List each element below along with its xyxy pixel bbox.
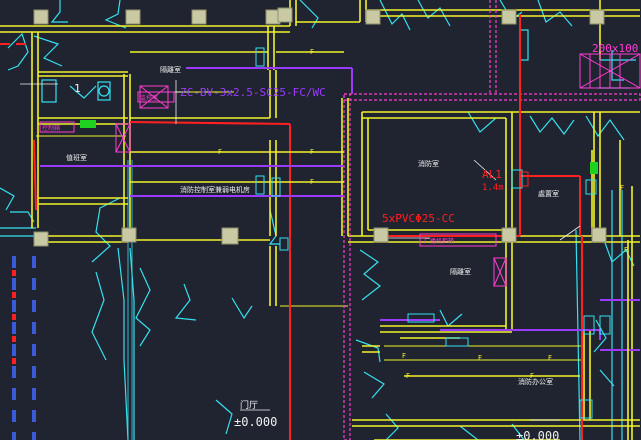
cable-top-annotation: ZC-BV-3x2.5-SC25-FC/WC (180, 86, 326, 99)
red-markers (12, 270, 16, 364)
pipe-main-annotation: 5xPVCΦ25-CC (382, 212, 455, 225)
annotations: ZC-BV-3x2.5-SC25-FC/WC 5xPVCΦ25-CC AL1 1… (74, 42, 638, 440)
fire-compartment-lines (343, 0, 641, 440)
svg-text:F: F (406, 372, 410, 380)
column (125, 9, 141, 25)
column (33, 231, 49, 247)
red-tag (39, 121, 75, 133)
level-bottom-label: ±0.000 (516, 429, 559, 440)
svg-text:F: F (310, 148, 314, 156)
room-labels: 隔離室 值班室 消防控制室兼弱电机房 消防室 處置室 隔離室 消防办公室 监控室… (42, 65, 559, 386)
level-hall-label: ±0.000 (234, 415, 277, 429)
svg-text:F: F (620, 184, 624, 192)
column (501, 9, 517, 25)
hall-label: 门厅 (240, 399, 258, 411)
green-panel-right (590, 162, 598, 174)
column (121, 227, 137, 243)
dim-block (579, 53, 641, 89)
monitor-room-label: 监控室 (140, 94, 158, 102)
distribution-box-label: 广播机柜箱 (424, 237, 454, 245)
structural-columns (33, 7, 607, 247)
office-label: 消防办公室 (518, 377, 553, 386)
svg-text:F: F (402, 352, 406, 360)
svg-text:F: F (310, 48, 314, 56)
green-panel (80, 120, 96, 128)
column (191, 9, 207, 25)
column (373, 227, 389, 243)
guard-room-label: 值班室 (66, 153, 87, 162)
column (277, 7, 293, 23)
svg-text:F: F (624, 246, 628, 254)
main-room-label: 消防控制室兼弱电机房 (180, 185, 250, 194)
column (365, 9, 381, 25)
panel-height-label: 1.4m (482, 183, 504, 193)
column (591, 227, 607, 243)
column (501, 227, 517, 243)
column (589, 9, 605, 25)
column (221, 227, 239, 245)
svg-text:F: F (548, 354, 552, 362)
number-one-label: 1 (74, 82, 81, 95)
distribution-box-tag (419, 233, 497, 247)
column (33, 9, 49, 25)
panel-tag-label: 控制箱 (42, 124, 60, 132)
fire-room-label: 消防室 (418, 159, 439, 168)
center-room-label: 隔離室 (450, 267, 471, 276)
white-lines (20, 80, 581, 421)
devices (115, 47, 611, 419)
svg-text:F: F (310, 178, 314, 186)
stair-marks (12, 256, 36, 440)
treat-room-label: 處置室 (538, 189, 559, 198)
room-top-label: 隔離室 (160, 65, 181, 74)
yellow-wires (130, 51, 629, 440)
svg-text:F: F (218, 148, 222, 156)
dim-right-label: 200x100 (592, 42, 638, 55)
wire-markers: F F F F F F F F F F F (218, 48, 628, 380)
panel-al-label: AL1 (482, 168, 502, 181)
svg-text:F: F (478, 354, 482, 362)
red-tag-2 (137, 91, 175, 103)
purple-wires (40, 67, 640, 351)
svg-text:F: F (530, 372, 534, 380)
